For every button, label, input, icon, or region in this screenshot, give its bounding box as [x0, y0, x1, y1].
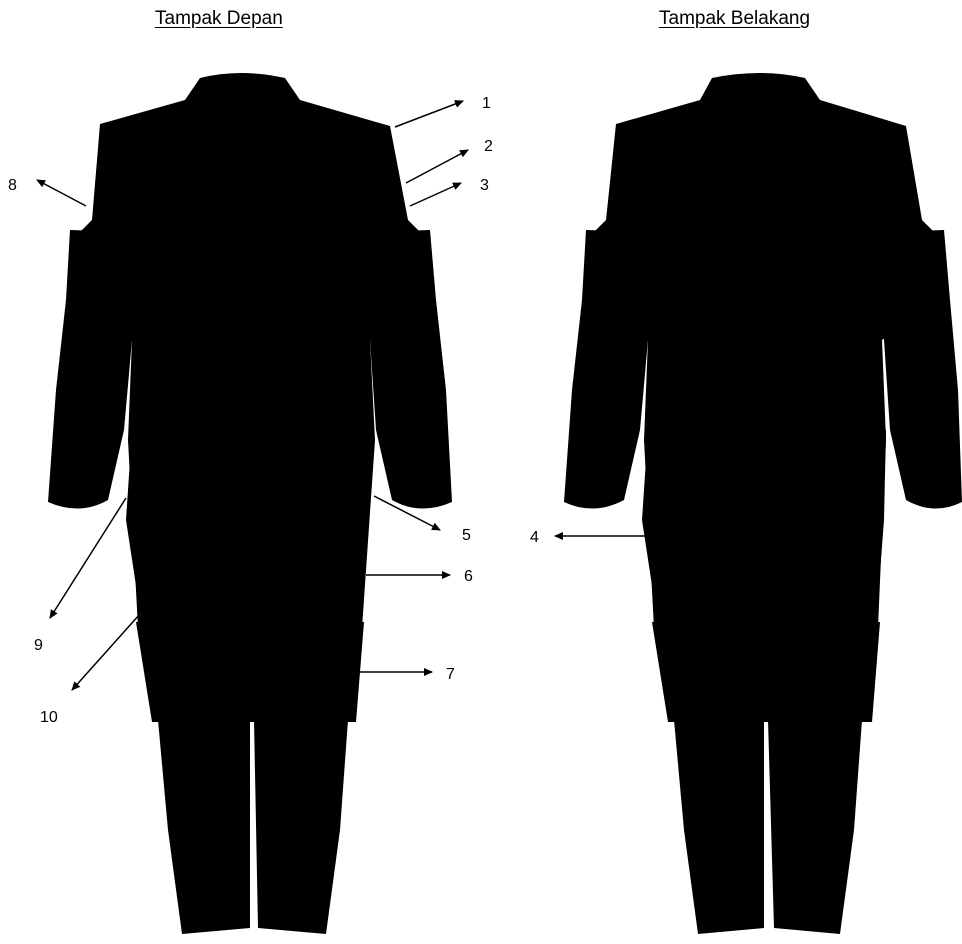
callout-label-9: 9	[34, 637, 43, 654]
callout-label-6: 6	[464, 568, 473, 585]
callout-line-3	[410, 183, 461, 206]
callout-line-9	[50, 498, 126, 618]
callout-label-5: 5	[462, 527, 471, 544]
callout-label-8: 8	[8, 177, 17, 194]
callout-label-2: 2	[484, 138, 493, 155]
callout-line-8	[37, 180, 86, 206]
front-uniform-silhouette	[48, 73, 452, 934]
back-uniform-silhouette	[564, 73, 962, 934]
callout-line-10	[72, 614, 140, 690]
callout-label-4: 4	[530, 529, 539, 546]
callout-label-3: 3	[480, 177, 489, 194]
callout-label-10: 10	[40, 709, 58, 726]
callout-line-1	[395, 101, 463, 127]
callout-line-2	[406, 150, 468, 183]
callout-label-7: 7	[446, 666, 455, 683]
callout-label-1: 1	[482, 95, 491, 112]
